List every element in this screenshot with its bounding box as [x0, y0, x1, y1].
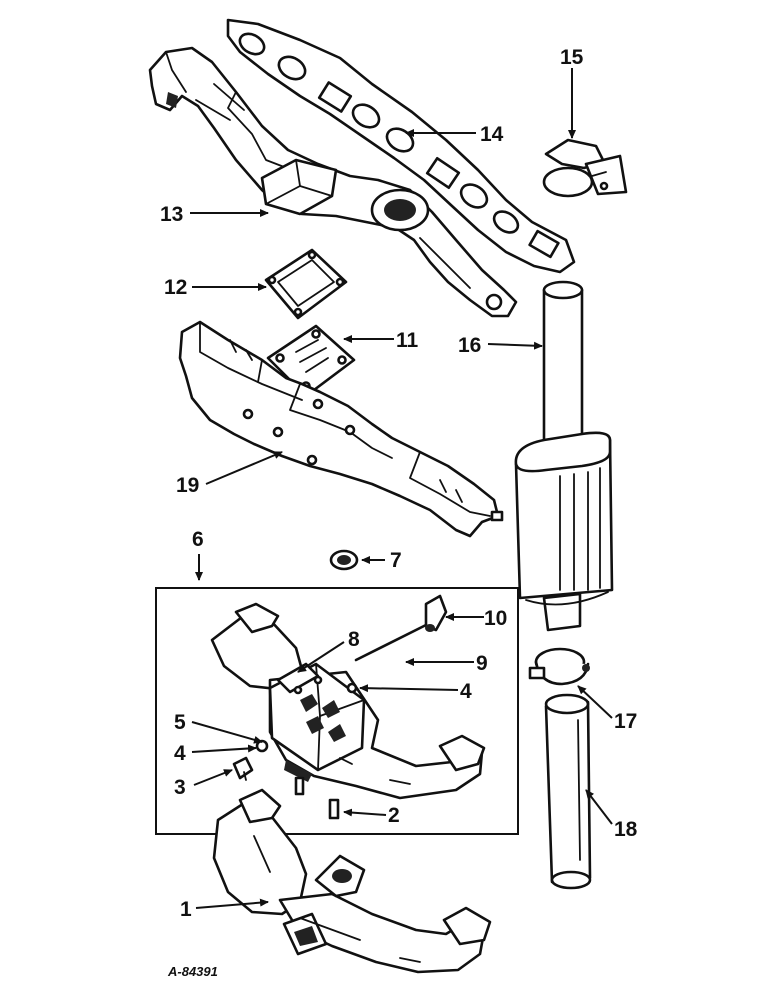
callout-12: 12 [164, 276, 187, 299]
callout-4-lower: 4 [174, 742, 186, 765]
stud-small [294, 776, 305, 796]
manifold-assembly [210, 602, 486, 800]
assembly-frame [155, 587, 519, 835]
callout-17: 17 [614, 710, 637, 733]
cover-gasket [264, 248, 348, 320]
callout-13: 13 [160, 203, 183, 226]
callout-2: 2 [388, 804, 400, 827]
pipe-clamp [528, 647, 590, 686]
nut [346, 682, 358, 694]
manifold-gasket [226, 18, 576, 274]
callout-11: 11 [396, 329, 419, 352]
tailpipe [544, 693, 592, 890]
callout-labels: 1 2 3 4 4 5 6 7 8 9 10 11 12 13 14 15 16… [160, 46, 638, 921]
heat-shield [178, 320, 504, 538]
callout-16: 16 [458, 334, 481, 357]
tailpipe-clamp [542, 138, 628, 198]
callout-4-upper: 4 [460, 680, 472, 703]
callout-10: 10 [484, 607, 507, 630]
callout-18: 18 [614, 818, 638, 841]
callout-15: 15 [560, 46, 584, 69]
callout-1: 1 [180, 898, 192, 921]
stud [328, 798, 340, 820]
callout-5: 5 [174, 711, 186, 734]
control-rod [354, 594, 448, 662]
bolt [232, 756, 254, 781]
leader-lines [190, 68, 613, 909]
callout-14: 14 [480, 123, 504, 146]
callout-3: 3 [174, 776, 186, 799]
manifold [148, 46, 518, 318]
exhaust-manifold [212, 788, 492, 974]
muffler [514, 280, 614, 632]
callout-9: 9 [476, 652, 488, 675]
washer [329, 549, 359, 571]
drawing-code: A-84391 [167, 964, 218, 979]
callout-7: 7 [390, 549, 402, 572]
callout-19: 19 [176, 474, 199, 497]
callout-6: 6 [192, 528, 204, 551]
callout-8: 8 [348, 628, 360, 651]
